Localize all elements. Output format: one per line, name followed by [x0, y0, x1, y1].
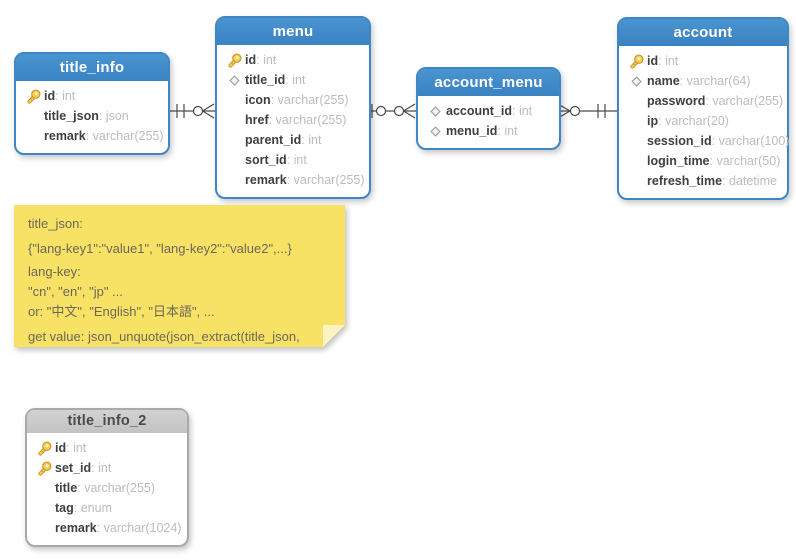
table-header[interactable]: menu: [217, 18, 369, 47]
note-line: {"lang-key1":"value1", "lang-key2":"valu…: [28, 241, 292, 256]
table-row[interactable]: iconvarchar(255): [223, 90, 363, 110]
note-line: lang-key:: [28, 264, 81, 279]
table-row[interactable]: title_idint: [223, 70, 363, 90]
table-account_menu[interactable]: account_menu account_idint menu_idint: [416, 67, 561, 150]
key-icon: [625, 53, 647, 69]
diamond-icon: [424, 126, 446, 137]
table-row[interactable]: idint: [625, 51, 781, 71]
table-row[interactable]: idint: [33, 438, 181, 458]
table-row[interactable]: remarkvarchar(1024): [33, 518, 181, 538]
note-fold-corner: [323, 325, 345, 347]
diamond-icon: [625, 76, 647, 87]
table-menu[interactable]: menu idint title_idint iconvarchar(255) …: [215, 16, 371, 199]
key-icon: [223, 52, 245, 68]
diamond-icon: [223, 75, 245, 86]
table-title_info[interactable]: title_info idint title_jsonjson remarkva…: [14, 52, 170, 155]
table-row[interactable]: title_jsonjson: [22, 106, 162, 126]
relationship-title_info-menu[interactable]: [166, 103, 215, 119]
table-header[interactable]: account_menu: [418, 69, 559, 98]
table-row[interactable]: ipvarchar(20): [625, 111, 781, 131]
table-account[interactable]: account idint namevarchar(64) passwordva…: [617, 17, 789, 200]
table-header[interactable]: title_info_2: [27, 410, 187, 435]
table-row[interactable]: parent_idint: [223, 130, 363, 150]
table-row[interactable]: menu_idint: [424, 121, 553, 141]
note-line: title_json:: [28, 216, 83, 231]
key-icon: [33, 440, 55, 456]
table-row[interactable]: idint: [22, 86, 162, 106]
table-row[interactable]: session_idvarchar(100): [625, 131, 789, 151]
table-body: idint title_jsonjson remarkvarchar(255): [16, 83, 168, 153]
table-row[interactable]: remarkvarchar(255): [223, 170, 365, 190]
table-row[interactable]: idint: [223, 50, 363, 70]
table-title: account: [673, 24, 733, 41]
table-body: idint set_idint titlevarchar(255) tagenu…: [27, 435, 187, 545]
table-title_info_2[interactable]: title_info_2 idint set_idint titlevarcha…: [25, 408, 189, 547]
diamond-icon: [424, 106, 446, 117]
table-row[interactable]: sort_idint: [223, 150, 363, 170]
table-header[interactable]: account: [619, 19, 787, 48]
key-icon: [22, 88, 44, 104]
table-row[interactable]: remarkvarchar(255): [22, 126, 164, 146]
table-body: idint title_idint iconvarchar(255) hrefv…: [217, 47, 369, 197]
table-row[interactable]: namevarchar(64): [625, 71, 781, 91]
table-row[interactable]: refresh_timedatetime: [625, 171, 781, 191]
table-title: menu: [272, 23, 314, 40]
table-row[interactable]: hrefvarchar(255): [223, 110, 363, 130]
table-body: account_idint menu_idint: [418, 98, 559, 148]
table-row[interactable]: set_idint: [33, 458, 181, 478]
key-icon: [33, 460, 55, 476]
sticky-note[interactable]: title_json: {"lang-key1":"value1", "lang…: [14, 205, 345, 347]
relationship-account_menu-account[interactable]: [557, 103, 618, 119]
table-row[interactable]: account_idint: [424, 101, 553, 121]
table-row[interactable]: titlevarchar(255): [33, 478, 181, 498]
table-header[interactable]: title_info: [16, 54, 168, 83]
table-title: title_info: [59, 59, 125, 76]
table-row[interactable]: passwordvarchar(255): [625, 91, 783, 111]
sticky-note-body: title_json: {"lang-key1":"value1", "lang…: [14, 205, 345, 347]
table-title: account_menu: [434, 74, 543, 91]
table-body: idint namevarchar(64) passwordvarchar(25…: [619, 48, 789, 198]
relationship-menu-account_menu[interactable]: [367, 103, 416, 119]
table-row[interactable]: login_timevarchar(50): [625, 151, 781, 171]
table-row[interactable]: tagenum: [33, 498, 181, 518]
table-title: title_info_2: [67, 413, 147, 429]
note-line: "cn", "en", "jp" ...: [28, 284, 123, 299]
note-line: or: "中文", "English", "日本語", ...: [28, 304, 215, 319]
